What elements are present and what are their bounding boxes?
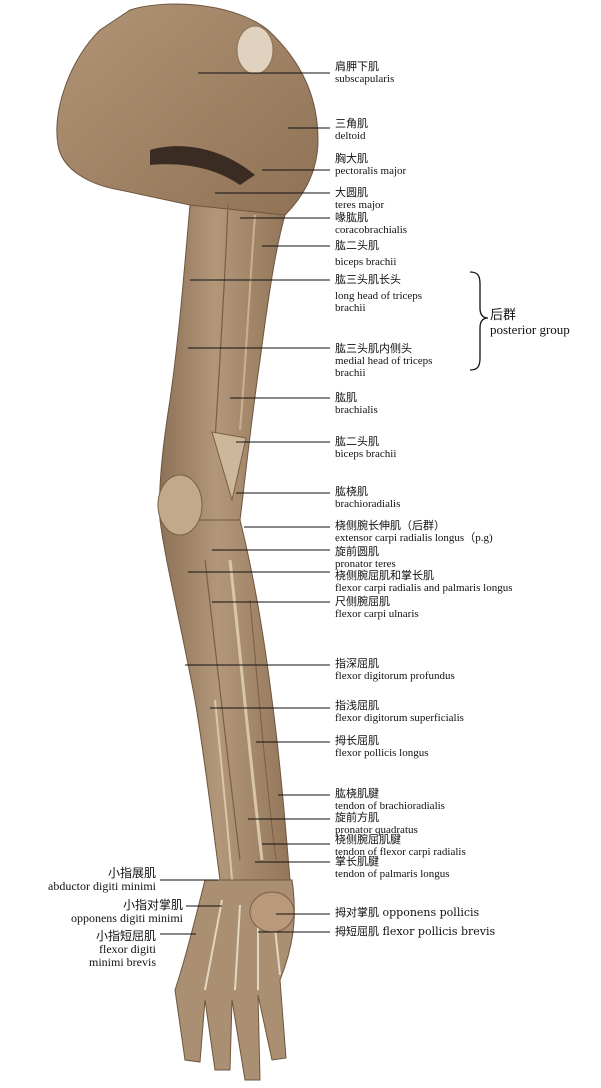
label-biceps-brachii-upper: 肱二头肌 biceps brachii — [335, 239, 397, 269]
posterior-group-bracket — [469, 271, 489, 371]
label-flexor-digiti-minimi-brevis: 小指短屈肌 flexor digiti minimi brevis — [89, 929, 156, 969]
leader-lines-left — [160, 879, 222, 935]
label-pectoralis-major: 胸大肌 pectoralis major — [335, 152, 407, 178]
medial-epicondyle — [157, 474, 203, 536]
label-fcr-tendon: 桡侧腕屈肌腱 tendon of flexor carpi radialis — [335, 833, 466, 859]
label-abductor-digiti-minimi: 小指展肌 abductor digiti minimi — [48, 866, 156, 893]
label-pronator-teres: 旋前圆肌 pronator teres — [335, 545, 396, 571]
label-triceps-long-head: 肱三头肌长头 long head of triceps brachii — [335, 273, 423, 315]
label-deltoid: 三角肌 deltoid — [335, 117, 368, 143]
label-ecrl: 桡侧腕长伸肌（后群） extensor carpi radialis longu… — [335, 519, 493, 545]
label-opponens-pollicis: 拇对掌肌 opponens pollicis — [335, 906, 480, 919]
thenar-eminence — [249, 891, 295, 933]
label-pronator-quadratus: 旋前方肌 pronator quadratus — [335, 811, 418, 837]
label-pl-tendon: 掌长肌腱 tendon of palmaris longus — [335, 855, 450, 881]
label-fpl: 拇长屈肌 flexor pollicis longus — [335, 734, 429, 760]
leader-lines-right — [185, 72, 330, 933]
label-fpb: 拇短屈肌 flexor pollicis brevis — [335, 925, 496, 938]
label-biceps-brachii-lower: 肱二头肌 biceps brachii — [335, 435, 397, 461]
label-subscapularis: 肩胛下肌 subscapularis — [335, 60, 395, 86]
label-fdp: 指深屈肌 flexor digitorum profundus — [335, 657, 455, 683]
label-coracobrachialis: 喙肱肌 coracobrachialis — [335, 211, 408, 237]
forearm — [159, 519, 291, 881]
label-triceps-medial-head: 肱三头肌内侧头 medial head of triceps brachii — [335, 342, 433, 380]
label-brachioradialis: 肱桡肌 brachioradialis — [335, 485, 401, 511]
upper-arm — [158, 204, 286, 521]
label-posterior-group: 后群 posterior group — [490, 308, 570, 337]
humeral-head — [236, 25, 274, 75]
label-teres-major: 大圆肌 teres major — [335, 186, 385, 212]
label-fcu: 尺侧腕屈肌 flexor carpi ulnaris — [335, 595, 419, 621]
label-br-tendon: 肱桡肌腱 tendon of brachioradialis — [335, 787, 445, 813]
label-fcr-pl: 桡侧腕屈肌和掌长肌 flexor carpi radialis and palm… — [335, 569, 513, 595]
shoulder-cavity — [150, 146, 255, 185]
biceps-tendon-flap — [211, 431, 247, 502]
label-fds: 指浅屈肌 flexor digitorum superficialis — [335, 699, 464, 725]
label-brachialis: 肱肌 brachialis — [335, 391, 378, 417]
label-opponens-digiti-minimi: 小指对掌肌 opponens digiti minimi — [70, 898, 183, 925]
shoulder-region — [56, 3, 319, 231]
